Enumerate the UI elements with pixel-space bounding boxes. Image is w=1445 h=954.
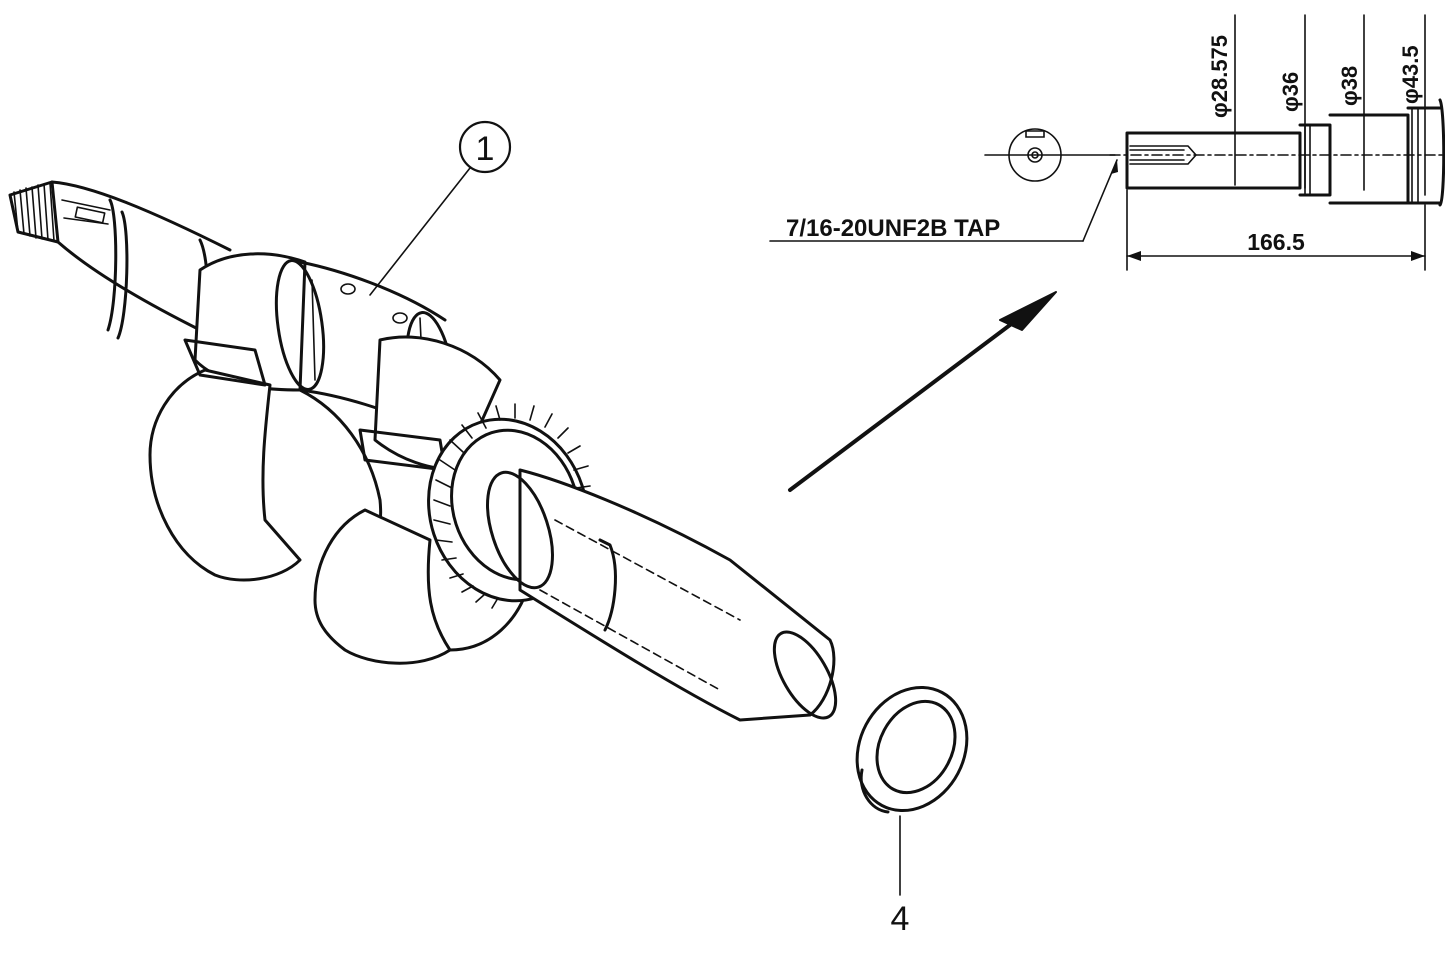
threaded-end (8, 180, 60, 244)
callout-4-label: 4 (891, 900, 910, 938)
shaft-end-detail: 7/16-20UNF2B TAP φ28.575 φ36 φ38 φ43.5 (769, 14, 1445, 271)
length-label: 166.5 (1247, 229, 1305, 255)
diameter-dimensions (1234, 14, 1426, 196)
callout-1: 1 (458, 120, 512, 174)
output-shaft (486, 468, 838, 722)
diameter-36-label: φ36 (1278, 72, 1303, 112)
thrust-washer-part-4 (855, 685, 969, 896)
diameter-28575-label: φ28.575 (1207, 35, 1232, 118)
length-dimension (1126, 189, 1426, 271)
detail-pointer-arrow (788, 291, 1057, 492)
tap-leader (769, 159, 1118, 242)
tap-label: 7/16-20UNF2B TAP (786, 215, 1000, 242)
crank-web-front (148, 252, 383, 602)
crankshaft-part-1 (8, 167, 838, 722)
shaft-end-profile (1109, 98, 1445, 207)
tapped-hole-end-view (984, 128, 1116, 182)
callout-1-label: 1 (476, 130, 495, 168)
diameter-435-label: φ43.5 (1398, 45, 1423, 104)
front-shaft (50, 180, 232, 347)
diameter-38-label: φ38 (1337, 66, 1362, 106)
